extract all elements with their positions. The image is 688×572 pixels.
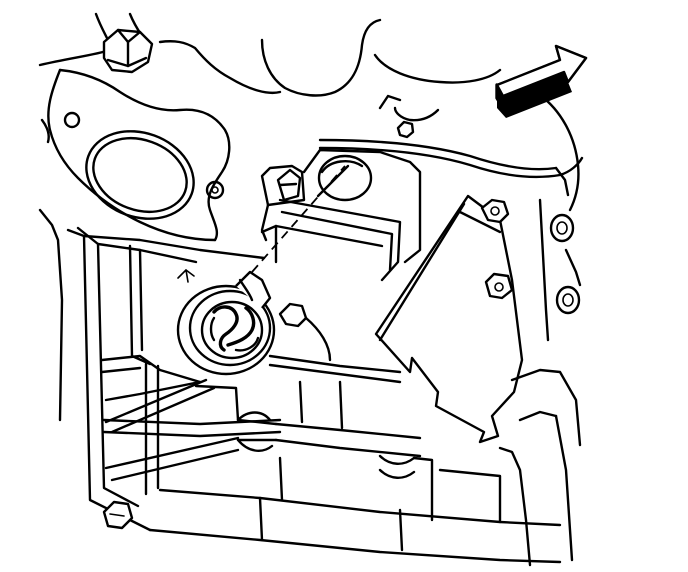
mounting-bracket: [374, 194, 582, 444]
engine-block-upper: [38, 18, 584, 422]
top-bolt: [94, 12, 154, 74]
pump-housing: [251, 148, 422, 282]
exhaust-flange: [47, 68, 231, 242]
engine-block-lower: [268, 302, 582, 567]
oil-pump-drive-plug: [176, 269, 276, 376]
bracket-bolt-lower-icon: [484, 272, 514, 300]
direction-arrow: [495, 44, 588, 118]
oil-pan: [66, 226, 562, 564]
dowel-bolt-icon: [278, 302, 308, 328]
bracket-bolt-upper-icon: [480, 198, 510, 224]
small-nut-icon: [396, 120, 415, 139]
